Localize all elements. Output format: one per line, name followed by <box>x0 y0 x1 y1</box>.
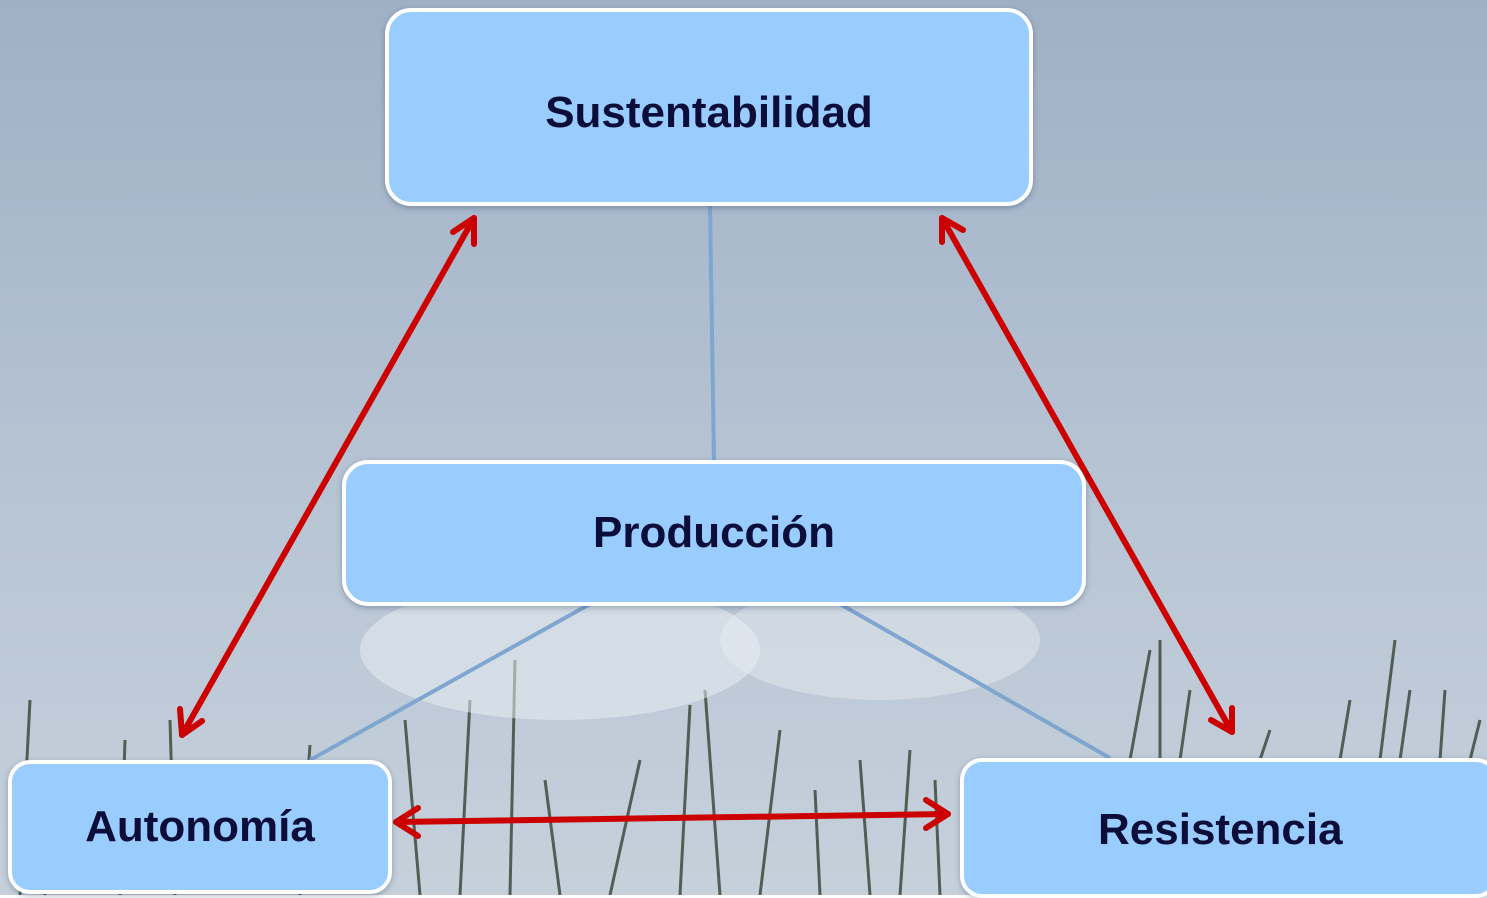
node-produccion: Producción <box>342 460 1086 606</box>
node-autonomia: Autonomía <box>8 760 392 894</box>
arrow-autonomia-resistencia <box>393 797 951 839</box>
connector-sustentabilidad-produccion <box>708 205 716 463</box>
node-label: Sustentabilidad <box>545 88 873 137</box>
arrow-autonomia-sustentabilidad <box>177 215 477 738</box>
node-label: Autonomía <box>85 802 315 851</box>
cloud-decoration <box>360 580 760 720</box>
node-label: Resistencia <box>1098 805 1343 854</box>
connector-produccion-autonomia <box>309 602 591 762</box>
node-resistencia: Resistencia <box>960 758 1487 898</box>
connector-produccion-resistencia <box>839 602 1111 760</box>
arrow-sustentabilidad-resistencia <box>939 215 1235 735</box>
node-sustentabilidad: Sustentabilidad <box>385 8 1033 206</box>
node-label: Producción <box>592 508 836 557</box>
cloud-decoration <box>720 580 1040 700</box>
